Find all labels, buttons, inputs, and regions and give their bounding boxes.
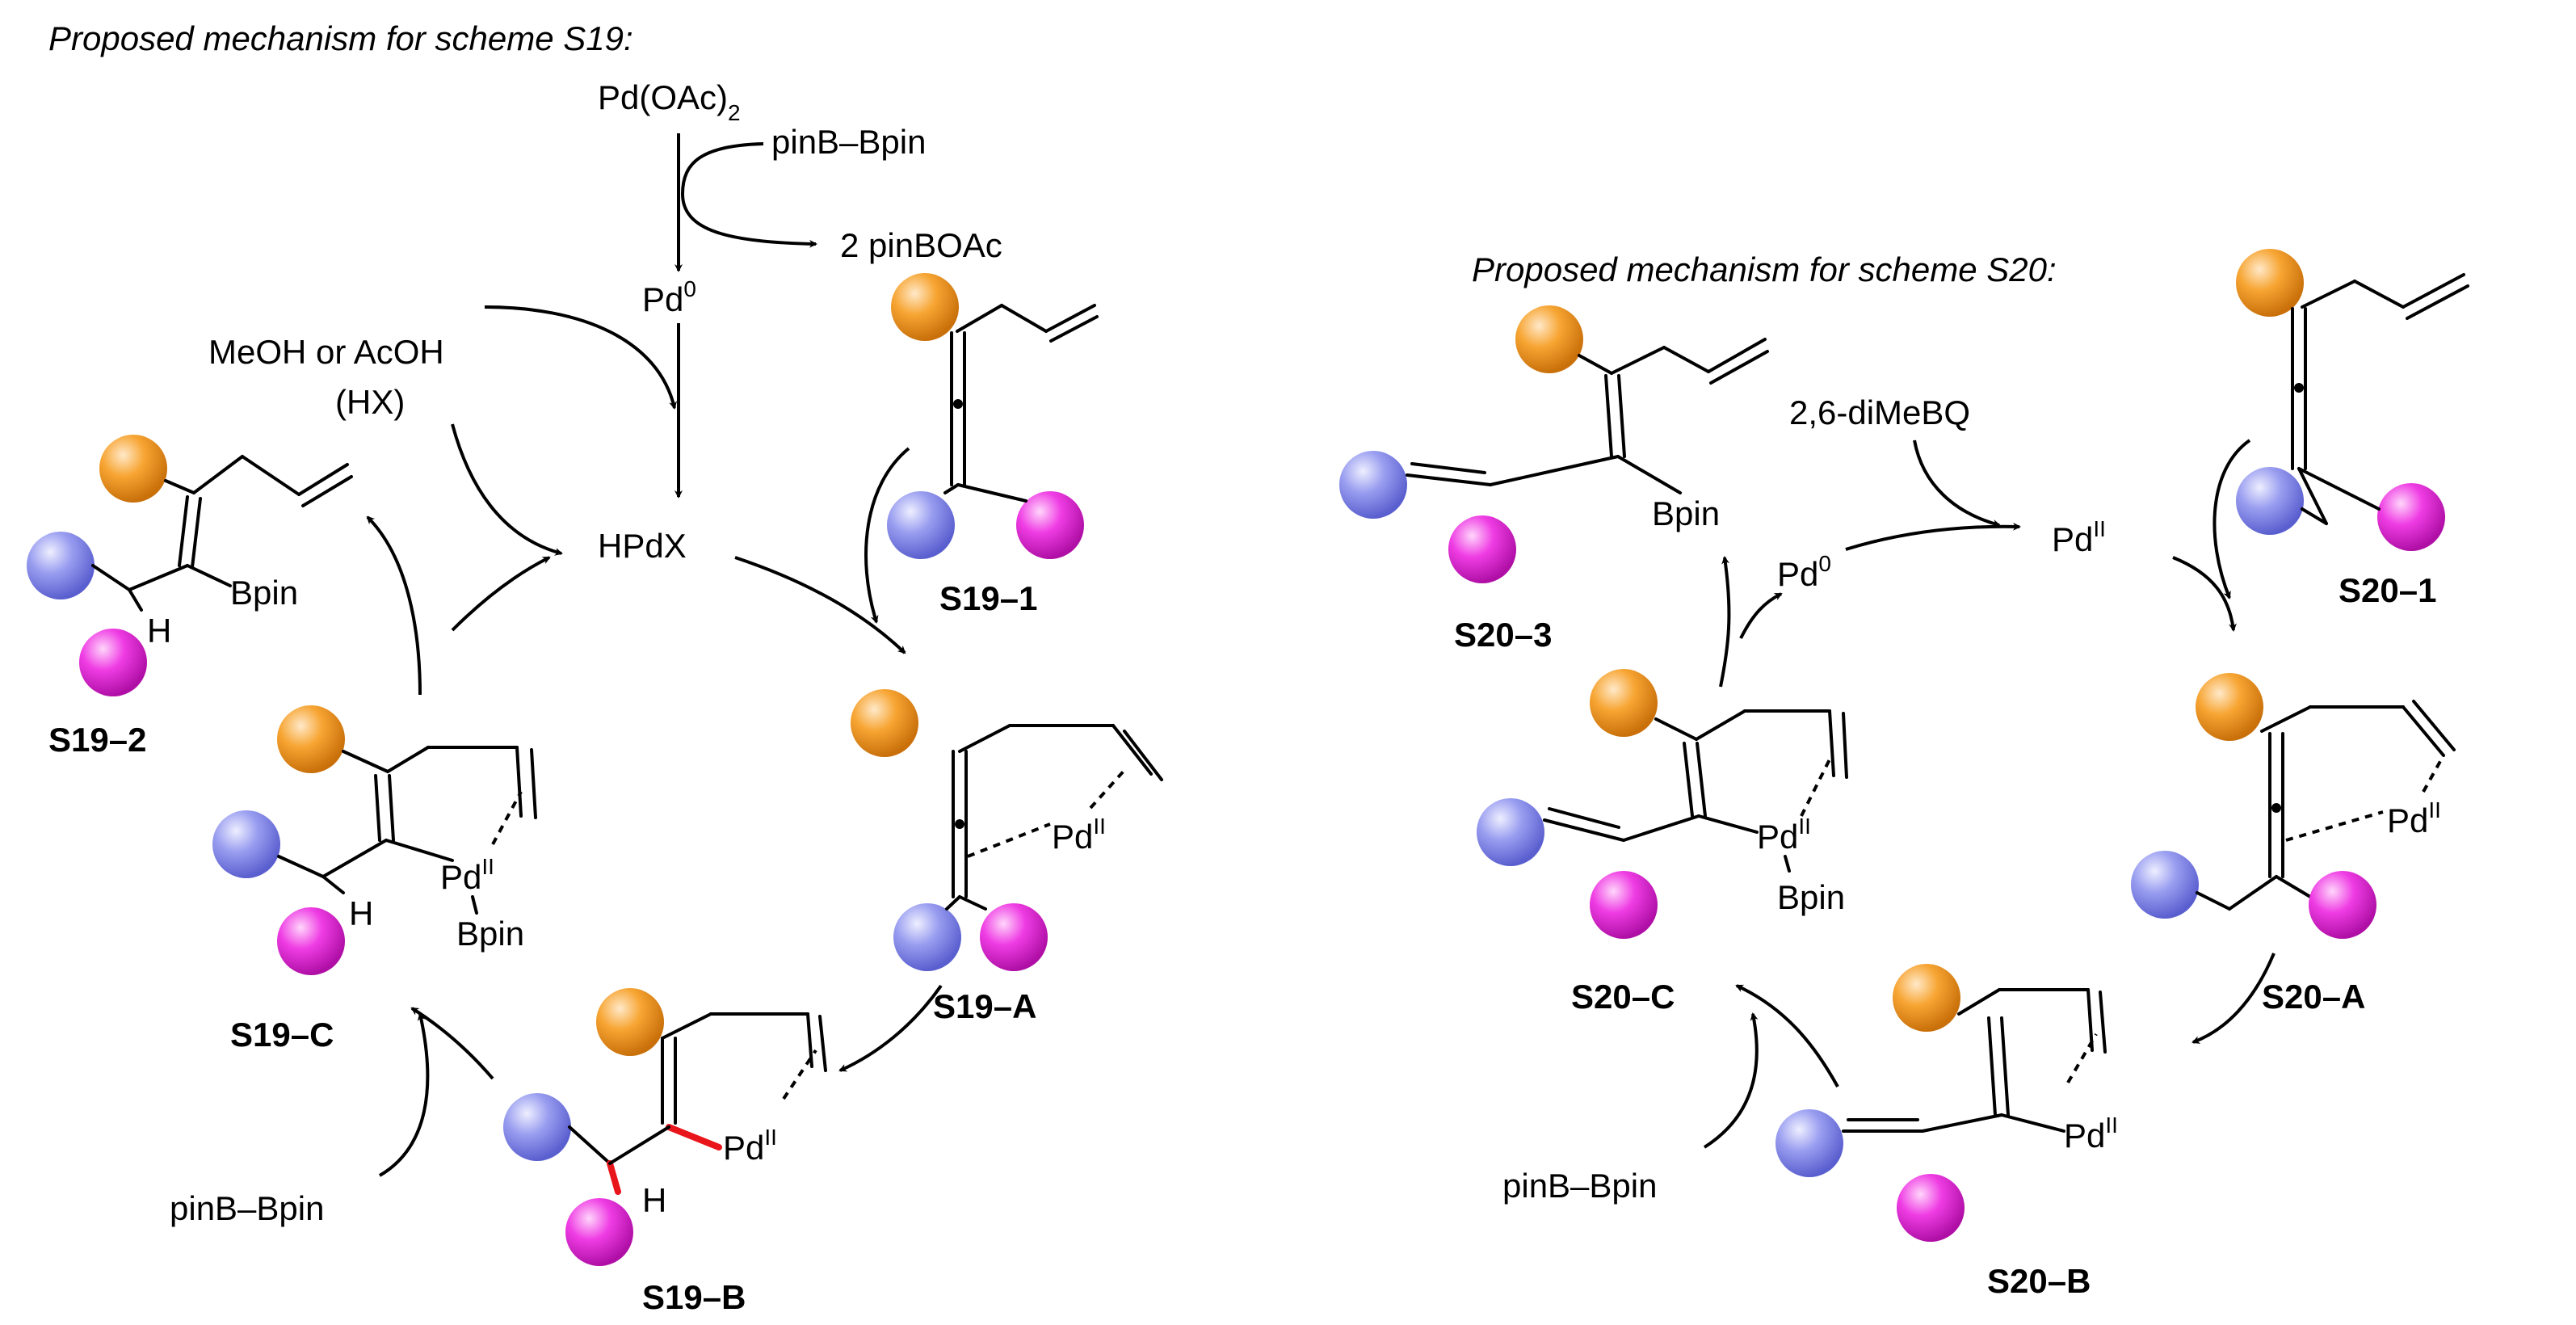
scheme-s20: Proposed mechanism for scheme S20: Bpin … [1339, 249, 2469, 1300]
s20-pd0-release-arrow [1739, 592, 1783, 639]
s19-product-bpin: Bpin [230, 574, 298, 612]
s20-reagent-b2pin2: pinB–Bpin [1502, 1167, 1657, 1205]
s19-additive-line2: (HX) [335, 383, 405, 421]
s19-b-h: H [642, 1181, 666, 1219]
s19-label-product: S19–2 [48, 721, 146, 759]
s20-product: Bpin S20–3 [1339, 305, 1769, 654]
s20-intermediate-b: PdII S20–B [1775, 964, 2118, 1300]
s19-product-h: H [147, 612, 171, 650]
s19-label-a: S19–A [933, 987, 1036, 1025]
s19-intermediate-c: H PdII Bpin S19–C [212, 705, 537, 1054]
s19-c-h: H [349, 894, 373, 932]
s19-label-c: S19–C [230, 1016, 334, 1054]
s20-pd0: Pd0 [1777, 551, 1831, 593]
s19-title: Proposed mechanism for scheme S19: [48, 19, 633, 57]
s19-additive-arrow [484, 305, 678, 410]
s19-byproduct: 2 pinBOAc [840, 226, 1002, 264]
s20-label-product: S20–3 [1454, 616, 1552, 654]
s20-c-pd: PdII [1757, 814, 1811, 856]
s20-a-pd: PdII [2387, 797, 2441, 839]
s20-pd2: PdII [2052, 516, 2106, 558]
s19-starting-material: S19–1 [887, 273, 1099, 617]
s19-c-bpin: Bpin [456, 915, 524, 953]
s19-insertion-arrow [734, 556, 906, 654]
s20-label-a: S20–A [2262, 978, 2365, 1016]
magenta-substituent-ball [1016, 491, 1084, 559]
orange-substituent-ball [891, 273, 959, 341]
s19-c-pd: PdII [440, 854, 494, 896]
s19-hydride: HPdX [598, 527, 687, 565]
s19-coordination-arrow [864, 447, 910, 624]
s19-a-pd: PdII [1052, 814, 1106, 856]
s20-sm-arrow [2213, 439, 2251, 599]
s20-oxidant-arrow [1913, 440, 2001, 528]
s19-product: H Bpin S19–2 [27, 435, 353, 759]
s20-title: Proposed mechanism for scheme S20: [1472, 250, 2057, 288]
s20-starting-material: S20–1 [2236, 249, 2469, 609]
s20-b2pin2-arrow [1703, 1012, 1759, 1149]
s20-elimination-arrow [1719, 556, 1731, 688]
s19-label-sm: S19–1 [939, 579, 1037, 617]
s20-b-pd: PdII [2064, 1113, 2118, 1155]
s19-additive-line1: MeOH or AcOH [208, 333, 444, 371]
s20-product-bpin: Bpin [1652, 494, 1720, 532]
s20-label-b: S20–B [1987, 1262, 2091, 1300]
s19-pd0: Pd0 [642, 276, 696, 318]
s19-b-pd: PdII [723, 1125, 777, 1167]
s20-c-bpin: Bpin [1777, 878, 1845, 916]
s20-insertion-arrow [2191, 953, 2276, 1044]
s19-borylation-arrow [838, 984, 943, 1072]
s19-hx-arrow [451, 423, 563, 556]
blue-substituent-ball [887, 491, 955, 559]
s20-intermediate-c: PdII Bpin S20–C [1477, 669, 1848, 1016]
s19-b2pin2-arrow [378, 1012, 430, 1177]
scheme-s19: Proposed mechanism for scheme S19: Pd(OA… [27, 19, 1163, 1316]
s19-byproduct-arrow [680, 142, 817, 248]
s19-reagent-b2pin2: pinB–Bpin [170, 1189, 324, 1227]
s19-precatalyst: Pd(OAc)2 [598, 78, 741, 125]
s19-intermediate-b: H PdII S19–B [503, 988, 827, 1316]
s20-rearrangement-arrow [1735, 984, 1839, 1087]
s19-reagent-in: pinB–Bpin [771, 123, 926, 161]
s20-label-c: S20–C [1571, 978, 1675, 1016]
s19-label-b: S19–B [642, 1278, 746, 1316]
s19-regeneration-arrow [451, 556, 551, 632]
s20-intermediate-a: PdII S20–A [2131, 673, 2456, 1016]
s20-label-sm: S20–1 [2339, 571, 2436, 609]
s20-reoxidation-arrow [1845, 522, 2021, 551]
s20-oxidant: 2,6-diMeBQ [1789, 393, 1970, 431]
s19-elimination-arrow [366, 515, 422, 696]
s19-intermediate-a: PdII S19–A [851, 689, 1163, 1025]
s20-coordination-arrow [2172, 556, 2237, 632]
